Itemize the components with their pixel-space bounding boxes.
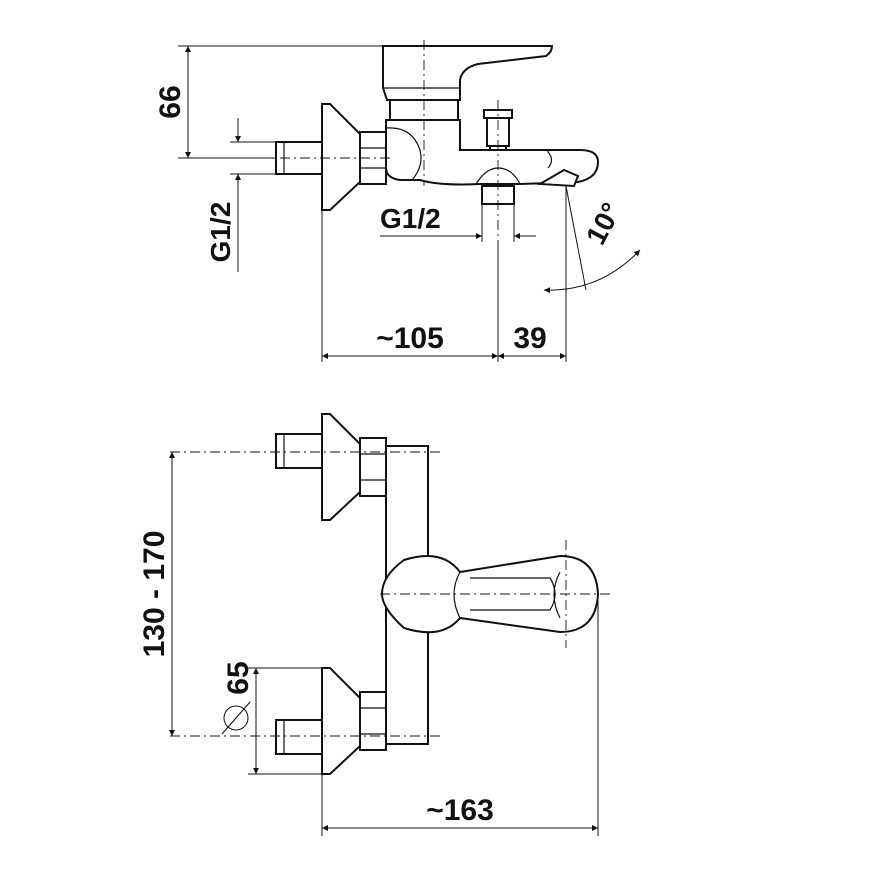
- upper-connection: [275, 413, 387, 521]
- dim-angle: 10°: [543, 185, 641, 362]
- dim-flange-label: 65: [222, 661, 255, 694]
- dim-inlet-thread: G1/2: [205, 118, 276, 272]
- dim-centers: 130 - 170: [138, 452, 175, 736]
- dim-angle-label: 10°: [580, 198, 627, 250]
- front-view: 130 - 170 65 ~163: [138, 413, 610, 836]
- dim-flange-diameter: 65: [221, 661, 322, 775]
- diameter-symbol-icon: [221, 701, 251, 735]
- dim-height-label: 66: [154, 85, 187, 118]
- mixer-body-side: [385, 119, 600, 188]
- dim-width-label: ~163: [426, 794, 494, 827]
- side-view: 66 G1/2 G1/2 10°: [154, 40, 641, 362]
- dim-outlet-thread: G1/2: [380, 203, 536, 242]
- dim-spout-offset-label: 39: [513, 322, 546, 355]
- dim-outlet-thread-label: G1/2: [380, 203, 441, 234]
- lower-connection: [275, 667, 387, 775]
- dim-height-66: 66: [154, 45, 383, 159]
- dim-centers-label: 130 - 170: [138, 531, 171, 658]
- dim-inlet-thread-label: G1/2: [205, 202, 236, 263]
- dim-depth-label: ~105: [376, 322, 444, 355]
- dim-depth: ~105 39: [321, 210, 566, 362]
- dim-width: ~163: [321, 594, 599, 836]
